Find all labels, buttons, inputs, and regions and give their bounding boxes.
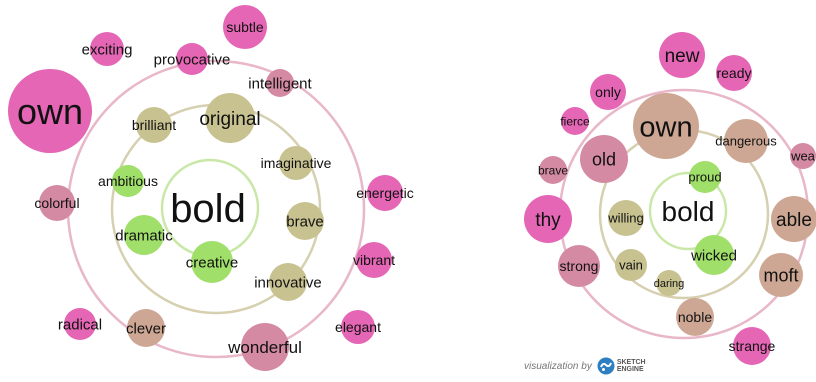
left-word-bubble-clever — [127, 309, 165, 347]
left-word-bubble-subtle — [223, 5, 267, 49]
right-word-bubble-proud — [689, 161, 721, 193]
left-word-bubble-vibrant — [356, 242, 392, 278]
left-word-bubble-ambitious — [112, 165, 144, 197]
left-word-bubble-imaginative — [279, 146, 313, 180]
left-word-elegant[interactable]: elegant — [335, 319, 381, 335]
left-word-energetic[interactable]: energetic — [356, 185, 414, 201]
left-center-word[interactable]: bold — [170, 187, 246, 231]
left-word-radical[interactable]: radical — [58, 316, 102, 333]
right-word-willing[interactable]: willing — [607, 211, 643, 226]
right-word-new[interactable]: new — [665, 46, 700, 67]
right-word-ready[interactable]: ready — [716, 65, 751, 81]
left-word-intelligent[interactable]: intelligent — [248, 75, 312, 92]
right-word-strong[interactable]: strong — [560, 258, 599, 274]
right-word-wicked[interactable]: wicked — [690, 247, 737, 264]
right-word-bubble-strong — [558, 245, 600, 287]
right-word-bubble-fierce — [561, 107, 589, 135]
left-word-bubble-creative — [191, 241, 233, 283]
left-word-bubble-wonderful — [241, 323, 289, 371]
left-word-bubble-intelligent — [266, 69, 294, 97]
left-word-bubble-elegant — [341, 310, 375, 344]
right-word-daring[interactable]: daring — [654, 278, 685, 290]
left-word-brave[interactable]: brave — [286, 213, 324, 230]
right-word-moft[interactable]: moft — [763, 265, 798, 285]
left-word-bubble-dramatic — [124, 215, 164, 255]
right-word-bubble-daring — [656, 270, 682, 296]
visualization-credit[interactable]: visualization by SKETCH ENGINE — [524, 356, 646, 376]
left-word-ambitious[interactable]: ambitious — [98, 173, 158, 189]
right-word-thy[interactable]: thy — [535, 210, 561, 231]
right-word-bubble-able — [771, 196, 816, 242]
left-word-clever[interactable]: clever — [126, 320, 166, 337]
right-word-bubble-only — [590, 74, 626, 110]
right-word-bubble-wicked — [694, 235, 734, 275]
left-word-provocative[interactable]: provocative — [154, 51, 231, 68]
left-word-colorful[interactable]: colorful — [34, 195, 79, 211]
credit-text: visualization by — [524, 360, 592, 372]
left-word-cloud: own exciting provocative subtle intelligent b… — [8, 5, 414, 371]
right-word-bubble-brave — [539, 156, 567, 184]
right-word-bubble-own — [633, 93, 699, 159]
left-word-creative[interactable]: creative — [186, 254, 239, 271]
left-word-original[interactable]: original — [199, 109, 260, 130]
left-word-exciting[interactable]: exciting — [82, 41, 133, 58]
right-word-bubble-moft — [759, 253, 803, 297]
left-word-dramatic[interactable]: dramatic — [115, 227, 173, 244]
brand-line-1: SKETCH — [616, 359, 646, 366]
left-word-bubble-innovative — [269, 263, 307, 301]
right-word-bubble-dangerous — [724, 119, 768, 163]
right-word-proud[interactable]: proud — [688, 170, 721, 185]
right-word-own[interactable]: own — [639, 111, 692, 143]
right-word-bubble-wea — [790, 143, 816, 169]
left-word-bubble-brilliant — [136, 107, 172, 143]
left-word-own[interactable]: own — [17, 91, 83, 132]
sketch-engine-brand: SKETCH ENGINE — [617, 359, 646, 373]
left-word-bubble-own — [8, 69, 92, 153]
right-word-able[interactable]: able — [776, 210, 812, 231]
right-center-word[interactable]: bold — [662, 196, 715, 227]
left-word-bubble-provocative — [176, 43, 208, 75]
right-word-bubble-thy — [524, 195, 572, 243]
sketch-engine-logo-icon — [597, 357, 615, 375]
right-word-noble[interactable]: noble — [678, 309, 712, 325]
right-inner-ring — [648, 171, 728, 251]
right-word-only[interactable]: only — [595, 84, 621, 100]
right-word-old[interactable]: old — [592, 149, 616, 169]
right-word-bubble-new — [659, 32, 705, 78]
right-word-vain[interactable]: vain — [619, 258, 643, 273]
left-word-wonderful[interactable]: wonderful — [227, 338, 302, 357]
left-word-brilliant[interactable]: brilliant — [132, 117, 176, 133]
left-word-imaginative[interactable]: imaginative — [261, 155, 332, 171]
left-word-bubble-radical — [64, 308, 96, 340]
left-word-innovative[interactable]: innovative — [254, 274, 322, 291]
left-word-subtle[interactable]: subtle — [226, 19, 264, 35]
right-word-bubble-noble — [676, 298, 714, 336]
left-word-bubble-exciting — [90, 32, 124, 66]
right-word-bubble-vain — [615, 249, 647, 281]
right-word-cloud: new ready only own fierce dangerous wea old prou… — [524, 32, 816, 365]
right-word-fierce[interactable]: fierce — [560, 114, 590, 128]
right-word-wea[interactable]: wea — [790, 149, 816, 164]
left-word-vibrant[interactable]: vibrant — [353, 252, 395, 268]
right-word-strange[interactable]: strange — [729, 338, 776, 354]
left-word-bubble-brave — [286, 202, 324, 240]
right-word-dangerous[interactable]: dangerous — [715, 134, 777, 149]
right-word-bubble-old — [580, 135, 628, 183]
right-word-brave[interactable]: brave — [538, 163, 568, 177]
right-word-bubble-ready — [716, 55, 752, 91]
left-word-bubble-colorful — [39, 185, 75, 221]
left-word-bubble-original — [205, 93, 255, 143]
brand-line-2: ENGINE — [616, 366, 644, 373]
right-word-bubble-willing — [608, 200, 644, 236]
left-word-bubble-energetic — [367, 175, 403, 211]
right-word-bubble-strange — [733, 327, 771, 365]
